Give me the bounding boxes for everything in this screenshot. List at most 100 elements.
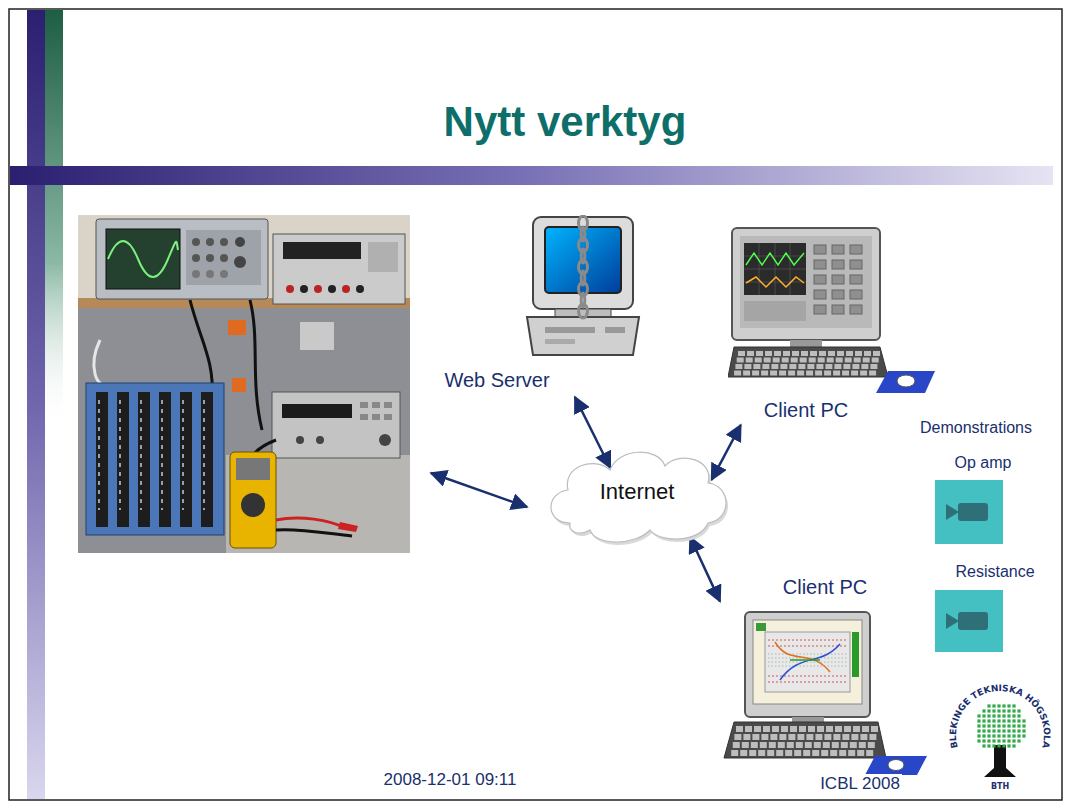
connector-arrow [712,425,741,480]
logo-tree-part [997,739,1000,742]
computer-icon-part [796,742,803,748]
logo-tree-part [1007,734,1010,737]
computer-icon-part [809,358,816,363]
computer-icon [720,572,930,782]
side-bar [45,10,63,430]
computer-icon-part [735,364,742,369]
computer-icon-part [758,750,765,756]
section-heading: Demonstrations [920,418,1032,437]
computer-icon-part [859,742,866,748]
logo-tree-part [1002,704,1005,707]
computer-icon-part [848,750,855,756]
internet-cloud: Internet [540,438,735,548]
computer-icon-part [734,371,741,376]
logo-tree-part [987,709,990,712]
computer-icon-part [732,228,880,340]
computer-icon-part [771,364,778,369]
computer-icon-part [797,371,804,376]
computer-icon-part [728,347,888,377]
logo-tree-part [982,734,985,737]
computer-icon-part [788,371,795,376]
lab-photo-part [201,392,213,527]
computer-icon-part [738,351,745,356]
computer-icon-part [842,371,849,376]
node-label: Client PC [764,398,848,422]
computer-icon-part [743,734,750,740]
computer-icon-part [744,243,806,295]
connector-arrow [690,537,720,601]
computer-icon-part [744,301,806,321]
lab-photo-part [342,285,350,293]
computer-icon-part [798,364,805,369]
lab-photo-part [206,254,214,262]
logo-tree-part [1007,709,1010,712]
computer-icon-part [807,364,814,369]
computer-icon-part [794,750,801,756]
computer-icon-part [852,364,859,369]
video-icon [935,480,1003,544]
logo-tree-part [1012,714,1015,717]
logo-tree-part [1017,719,1020,722]
lab-photo-part [78,308,410,553]
computer-icon-part [873,351,880,356]
lab-photo-part [282,404,352,418]
title-band [10,166,1053,185]
logo-tree-part [1012,704,1015,707]
computer-icon-part [806,734,813,740]
computer-icon-part [870,364,877,369]
lab-photo-part [99,400,204,510]
computer-icon-part [760,742,767,748]
computer-icon-part [734,734,741,740]
logo-tree-part [987,714,990,717]
logo-tree-part [982,729,985,732]
computer-icon-part [779,734,786,740]
lab-photo-part [234,256,246,268]
lab-photo-part [338,522,358,532]
logo-tree-part [987,724,990,727]
lab-photo-part [286,285,294,293]
logo-tree-part [1012,709,1015,712]
computer-icon-part [746,253,804,265]
logo-tree-part [992,734,995,737]
computer-icon-part [778,742,785,748]
footer-text: ICBL 2008 [818,774,902,794]
side-bar [27,10,45,799]
logo-tree-part [1007,719,1010,722]
lab-photo-part [230,452,276,548]
computer-icon-part [789,364,796,369]
logo-tree-part [997,724,1000,727]
lab-photo-part [316,436,324,444]
logo-tree-part [1017,729,1020,732]
computer-icon-part [731,750,738,756]
computer-icon-part [812,750,819,756]
lab-photo-part [314,285,322,293]
computer-icon-part [790,659,820,661]
video-icon-part [935,480,1003,544]
logo-tree-part [1012,729,1015,732]
logo-tree-part [987,719,990,722]
lab-photo-part [235,237,245,247]
lab-photo-part [328,285,336,293]
computer-icon-part [824,371,831,376]
video-icon [935,590,1003,652]
lab-photo-part [296,436,304,444]
lab-photo-part [206,238,214,246]
lab-photo-part [138,392,150,527]
logo-tree-part [977,734,980,737]
computer-icon-part [746,277,804,287]
server-icon-part [545,339,575,344]
client-pc-node: Client PC [720,572,930,782]
logo-tree-part [1017,714,1020,717]
logo-text: BTH [991,782,1009,791]
computer-icon-part [817,726,824,732]
lab-photo-part [159,392,171,527]
lab-photo-part [300,285,308,293]
logo-tree-part [1017,709,1020,712]
computer-icon-part [752,734,759,740]
computer-icon-part [832,275,844,284]
computer-icon-part [749,750,756,756]
computer-icon-part [862,726,869,732]
logo-tree-part [982,739,985,742]
lab-photo-part [372,402,380,408]
